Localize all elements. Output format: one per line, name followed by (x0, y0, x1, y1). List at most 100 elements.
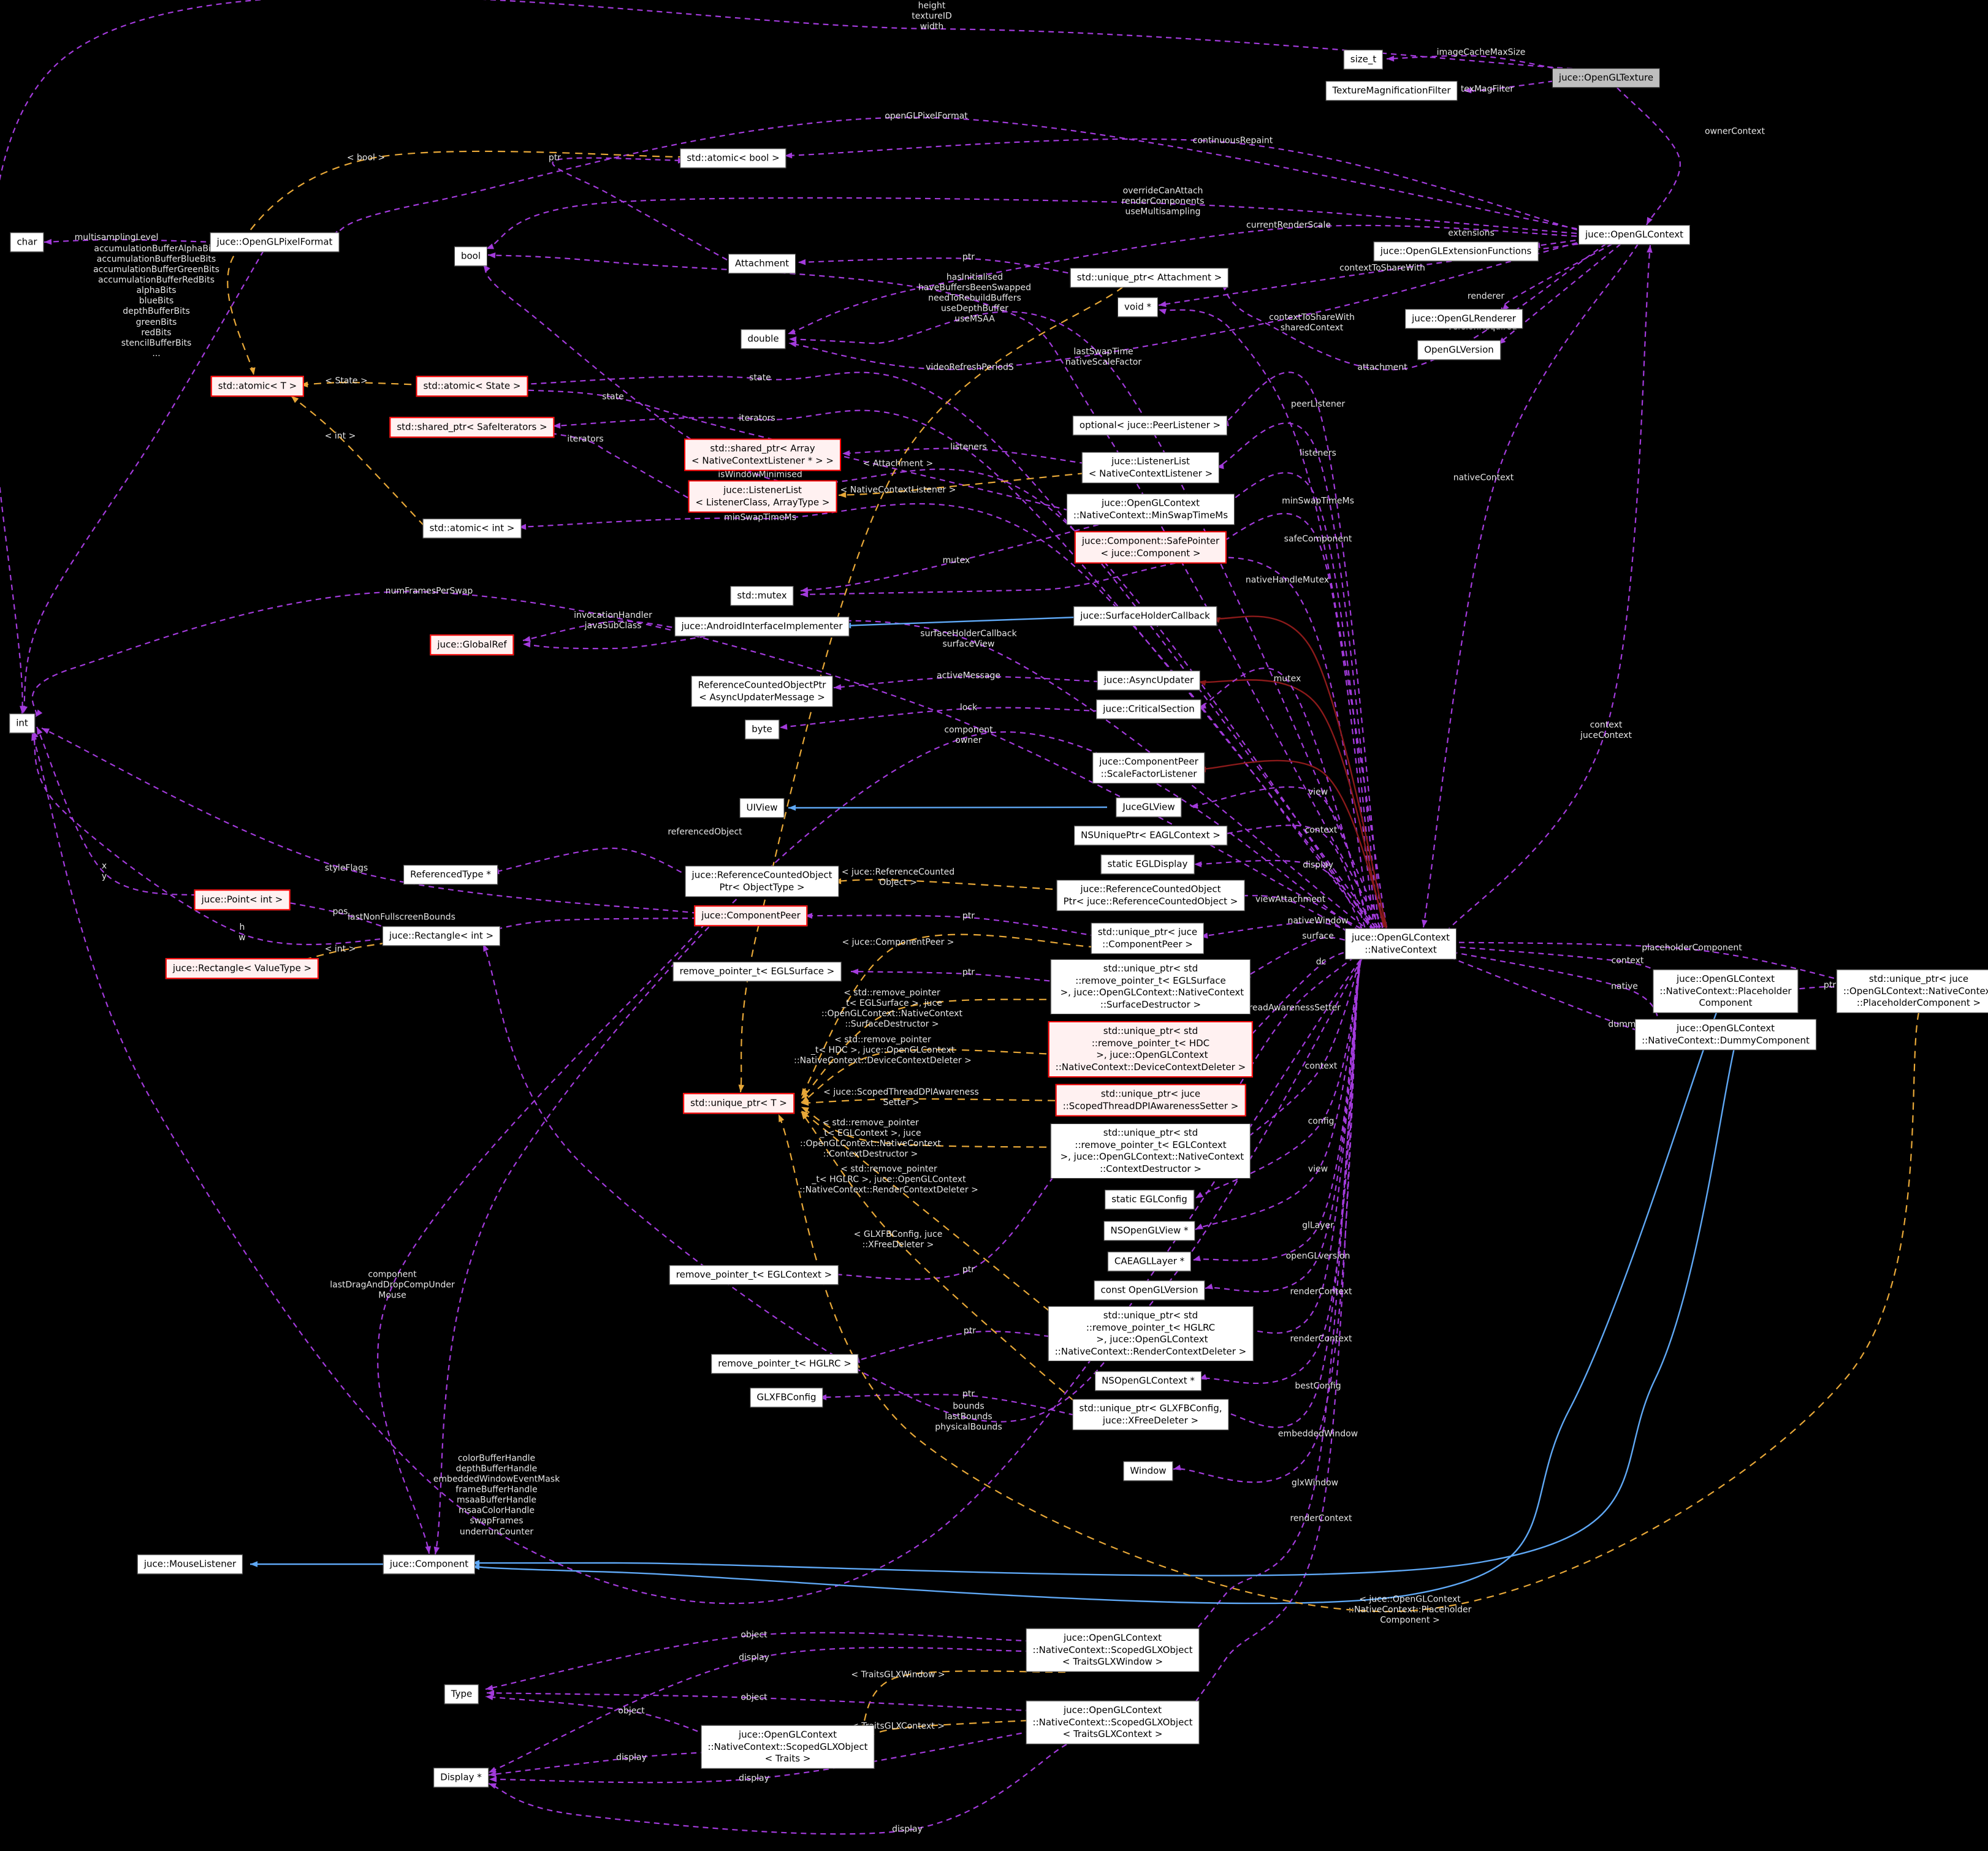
edge-label-embeddedWindow: embeddedWindow (1278, 1429, 1358, 1439)
arrowhead (489, 1766, 497, 1773)
node-rpeglsurf[interactable]: remove_pointer_t< EGLSurface > (672, 962, 842, 981)
node-dummy[interactable]: juce::OpenGLContext ::NativeContext::Dum… (1635, 1019, 1816, 1051)
arrowhead (788, 329, 796, 335)
node-upsurf[interactable]: std::unique_ptr< std ::remove_pointer_t<… (1050, 959, 1251, 1014)
edge-label-renderContext: renderContext (1290, 1334, 1352, 1344)
node-surfholder[interactable]: juce::SurfaceHolderCallback (1073, 606, 1217, 626)
node-uphglrc[interactable]: std::unique_ptr< std ::remove_pointer_t<… (1048, 1306, 1254, 1361)
node-upT[interactable]: std::unique_ptr< T > (683, 1093, 794, 1114)
node-optpeer[interactable]: optional< juce::PeerListener > (1072, 416, 1228, 435)
edge-native-to-glctx (1439, 245, 1651, 940)
node-minswap[interactable]: juce::OpenGLContext ::NativeContext::Min… (1066, 493, 1235, 525)
node-rectint[interactable]: juce::Rectangle< int > (382, 926, 501, 946)
node-int[interactable]: int (9, 713, 35, 733)
edge-label-< int >: < int > (324, 431, 356, 441)
node-double[interactable]: double (741, 329, 786, 349)
node-native[interactable]: juce::OpenGLContext ::NativeContext (1344, 928, 1457, 960)
edge-label-context: context (1304, 1061, 1338, 1071)
node-texmag[interactable]: TextureMagnificationFilter (1325, 81, 1458, 101)
node-glctx[interactable]: juce::OpenGLContext (1578, 225, 1691, 245)
node-sgxtraits[interactable]: juce::OpenGLContext ::NativeContext::Sco… (701, 1725, 875, 1769)
edge-label-listeners: listeners (1300, 448, 1336, 458)
node-rcopobj[interactable]: juce::ReferenceCountedObject Ptr< Object… (685, 865, 839, 897)
node-rcoaum[interactable]: ReferenceCountedObjectPtr < AsyncUpdater… (691, 675, 833, 707)
node-atomicT[interactable]: std::atomic< T > (210, 376, 305, 397)
node-constglver[interactable]: const OpenGLVersion (1094, 1280, 1205, 1300)
node-llncl[interactable]: juce::ListenerList < NativeContextListen… (1081, 452, 1220, 484)
arrowhead (483, 944, 489, 952)
node-type[interactable]: Type (444, 1684, 479, 1704)
node-atomicbool[interactable]: std::atomic< bool > (680, 148, 786, 168)
node-glxfb[interactable]: GLXFBConfig (750, 1388, 823, 1407)
node-uphdc[interactable]: std::unique_ptr< std ::remove_pointer_t<… (1048, 1021, 1254, 1078)
arrowhead (519, 523, 527, 530)
node-comppeer[interactable]: juce::ComponentPeer (694, 905, 808, 926)
node-sgxwindow[interactable]: juce::OpenGLContext ::NativeContext::Sco… (1026, 1628, 1200, 1672)
node-upplaceholder[interactable]: std::unique_ptr< juce ::OpenGLContext::N… (1836, 969, 1988, 1013)
node-nsglctx[interactable]: NSOpenGLContext * (1095, 1371, 1202, 1391)
edge-uphglrc-to-upT (801, 1110, 1060, 1320)
edge-label-< bool >: < bool > (346, 153, 386, 163)
node-sparray[interactable]: std::shared_ptr< Array < NativeContextLi… (684, 438, 841, 471)
node-attachment[interactable]: Attachment (728, 254, 796, 273)
edge-native-to-llncl (1216, 422, 1381, 930)
node-upeglctx[interactable]: std::unique_ptr< std ::remove_pointer_t<… (1050, 1123, 1251, 1179)
node-char[interactable]: char (10, 232, 44, 252)
edge-native-to-upglxfb (1219, 964, 1361, 1428)
node-rectvt[interactable]: juce::Rectangle< ValueType > (165, 958, 319, 979)
node-sgxcontext[interactable]: juce::OpenGLContext ::NativeContext::Sco… (1026, 1700, 1200, 1744)
node-renderer[interactable]: juce::OpenGLRenderer (1405, 309, 1523, 329)
edge-upplaceholder-to-placeholder (1787, 986, 1864, 992)
node-point[interactable]: juce::Point< int > (194, 889, 291, 910)
edge-native-to-bool (482, 264, 1375, 930)
node-juceglview[interactable]: JuceGLView (1116, 797, 1182, 817)
node-globalref[interactable]: juce::GlobalRef (430, 634, 514, 655)
edge-label-safeComponent: safeComponent (1284, 534, 1352, 544)
node-nsunique[interactable]: NSUniquePtr< EAGLContext > (1074, 826, 1227, 845)
node-spsafeit[interactable]: std::shared_ptr< SafeIterators > (389, 417, 555, 438)
node-egldisplay[interactable]: static EGLDisplay (1100, 854, 1195, 874)
node-window[interactable]: Window (1123, 1461, 1173, 1481)
node-texture[interactable]: juce::OpenGLTexture (1552, 68, 1661, 88)
node-size_t[interactable]: size_t (1343, 50, 1384, 69)
node-updpi[interactable]: std::unique_ptr< juce ::ScopedThreadDPIA… (1055, 1084, 1246, 1117)
node-caeagl[interactable]: CAEAGLLayer * (1107, 1252, 1192, 1271)
node-nsview[interactable]: NSOpenGLView * (1103, 1221, 1195, 1241)
node-rcoprco[interactable]: juce::ReferenceCountedObject Ptr< juce::… (1056, 880, 1245, 911)
node-androidimpl[interactable]: juce::AndroidInterfaceImplementer (674, 617, 850, 636)
edge-atomicint-to-atomicT (291, 395, 425, 526)
node-llbase[interactable]: juce::ListenerList < ListenerClass, Arra… (688, 480, 837, 513)
edge-label-< juce::ComponentPeer >: < juce::ComponentPeer > (842, 937, 954, 948)
node-uiview[interactable]: UIView (739, 798, 785, 818)
node-bool[interactable]: bool (454, 246, 488, 266)
node-mouselistener[interactable]: juce::MouseListener (137, 1554, 243, 1574)
node-extfns[interactable]: juce::OpenGLExtensionFunctions (1373, 241, 1539, 261)
node-reftype[interactable]: ReferencedType * (403, 865, 498, 884)
node-atomicint[interactable]: std::atomic< int > (422, 519, 522, 538)
node-eglconfig[interactable]: static EGLConfig (1105, 1190, 1194, 1209)
edge-label-lastNonFullscreenBounds: lastNonFullscreenBounds (348, 912, 455, 922)
node-displayp[interactable]: Display * (433, 1768, 489, 1787)
node-asyncupd[interactable]: juce::AsyncUpdater (1097, 671, 1201, 690)
node-rpeglctx[interactable]: remove_pointer_t< EGLContext > (669, 1265, 839, 1285)
node-placeholder[interactable]: juce::OpenGLContext ::NativeContext::Pla… (1653, 969, 1799, 1013)
node-upglxfb[interactable]: std::unique_ptr< GLXFBConfig, juce::XFre… (1072, 1399, 1229, 1431)
arrowhead (789, 341, 797, 348)
edge-label-ptr: ptr (963, 1326, 977, 1336)
edge-placeholder-to-component (471, 1012, 1718, 1605)
node-voidp[interactable]: void * (1117, 297, 1159, 317)
node-scalefact[interactable]: juce::ComponentPeer ::ScaleFactorListene… (1092, 752, 1205, 784)
arrowhead (523, 636, 531, 642)
node-upcomppeer[interactable]: std::unique_ptr< juce ::ComponentPeer > (1091, 922, 1205, 954)
node-critsec[interactable]: juce::CriticalSection (1096, 699, 1202, 719)
node-upattach[interactable]: std::unique_ptr< Attachment > (1070, 268, 1229, 287)
node-atomicState[interactable]: std::atomic< State > (416, 376, 528, 397)
node-glver[interactable]: OpenGLVersion (1417, 340, 1501, 360)
node-stdmutex[interactable]: std::mutex (730, 586, 794, 606)
node-pixfmt[interactable]: juce::OpenGLPixelFormat (210, 232, 340, 252)
node-rphglrc[interactable]: remove_pointer_t< HGLRC > (711, 1354, 858, 1374)
node-byte[interactable]: byte (745, 720, 779, 739)
node-component[interactable]: juce::Component (383, 1554, 476, 1574)
node-safeptr[interactable]: juce::Component::SafePointer < juce::Com… (1074, 531, 1227, 564)
